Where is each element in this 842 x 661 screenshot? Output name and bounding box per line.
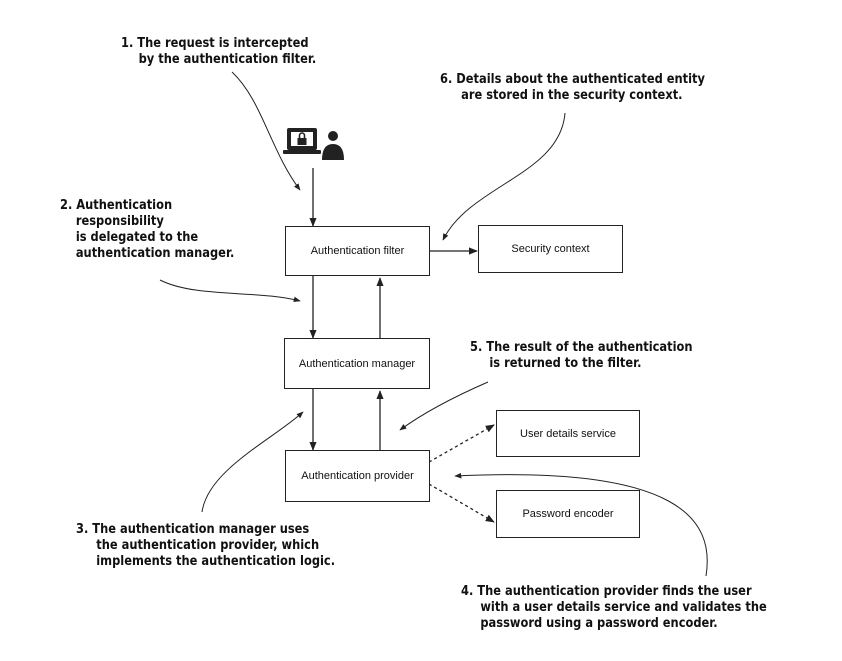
note-2-line-2: responsibility (75, 214, 164, 229)
note-3: 3. The authentication manager uses the a… (76, 522, 335, 570)
note-6-line-2: are stored in the security context. (461, 88, 683, 103)
note-1-line-2: by the authentication filter. (138, 52, 317, 67)
callout-2-curve (159, 279, 301, 303)
note-2-line-4: authentication manager. (75, 246, 235, 261)
security-context-box: Security context (478, 225, 623, 273)
user-details-service-box: User details service (496, 410, 640, 457)
callout-6-curve (442, 112, 566, 241)
note-1: 1. The request is intercepted by the aut… (121, 36, 316, 68)
laptop-lock-user-icon (283, 128, 344, 160)
note-4-line-2: with a user details service and validate… (480, 600, 767, 615)
note-4-line-1: 4. The authentication provider finds the… (461, 584, 752, 599)
note-2-line-1: 2. Authentication (60, 198, 173, 213)
authentication-filter-box: Authentication filter (285, 226, 430, 276)
note-3-line-1: 3. The authentication manager uses (76, 522, 310, 537)
note-3-line-3: implements the authentication logic. (96, 554, 336, 569)
callout-5-curve (399, 381, 489, 431)
arrow-provider-to-encoder (428, 483, 495, 523)
callout-3-curve (201, 411, 304, 513)
note-5-line-1: 5. The result of the authentication (470, 340, 693, 355)
password-encoder-label: Password encoder (522, 508, 614, 520)
note-2-line-3: is delegated to the (75, 230, 199, 245)
note-4: 4. The authentication provider finds the… (461, 584, 767, 632)
note-5: 5. The result of the authentication is r… (470, 340, 693, 372)
authentication-provider-box: Authentication provider (285, 450, 430, 502)
note-3-line-2: the authentication provider, which (96, 538, 320, 553)
arrow-provider-to-user-details (428, 424, 495, 463)
authentication-manager-box: Authentication manager (284, 338, 430, 389)
authentication-provider-label: Authentication provider (301, 470, 414, 482)
callout-4-curve (454, 472, 708, 577)
note-4-line-3: password using a password encoder. (480, 616, 718, 631)
note-1-line-1: 1. The request is intercepted (121, 36, 309, 51)
authentication-filter-label: Authentication filter (310, 245, 405, 257)
user-details-service-label: User details service (520, 427, 616, 440)
note-2: 2. Authentication responsibility is dele… (60, 198, 234, 262)
authentication-manager-label: Authentication manager (298, 357, 416, 370)
note-6: 6. Details about the authenticated entit… (440, 72, 705, 104)
callout-1-curve (231, 71, 301, 191)
security-context-label: Security context (511, 243, 590, 255)
note-6-line-1: 6. Details about the authenticated entit… (440, 72, 705, 87)
password-encoder-box: Password encoder (496, 490, 640, 538)
note-5-line-2: is returned to the filter. (489, 356, 642, 371)
